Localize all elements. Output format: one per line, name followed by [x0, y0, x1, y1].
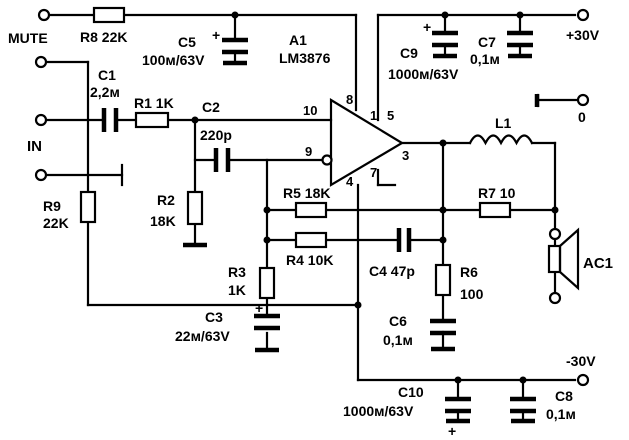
l1-label: L1: [495, 115, 512, 131]
r4-body: [294, 231, 328, 249]
c1-value: 2,2м: [90, 84, 120, 100]
pin1-label: 1: [370, 108, 377, 123]
pin7-label: 7: [370, 165, 377, 180]
c7-name: C7: [478, 34, 496, 50]
r3-value: 1K: [228, 282, 246, 298]
c10-value: 1000м/63V: [343, 403, 414, 419]
opamp-a1: [321, 98, 405, 187]
c6-name: C6: [389, 313, 407, 329]
minus30-label: -30V: [566, 353, 596, 369]
wires: [40, 13, 580, 400]
r9-body: [79, 190, 97, 224]
c5-name: C5: [178, 34, 196, 50]
text-labels: MUTE IN R8 22K C5 100м/63V + A1 LM3876 C…: [8, 19, 613, 439]
pin3-label: 3: [402, 148, 409, 163]
r6-name: R6: [460, 264, 478, 280]
c3-plus: +: [255, 300, 263, 316]
capacitors: [101, 30, 540, 424]
c3-value: 22м/63V: [175, 328, 230, 344]
c9-name: C9: [400, 45, 418, 61]
speaker-icon: [547, 227, 580, 291]
c7-value: 0,1м: [470, 51, 500, 67]
r7-label: R7 10: [478, 185, 516, 201]
r2-name: R2: [157, 192, 175, 208]
pin8-label: 8: [346, 92, 353, 107]
junction-dots: [191, 11, 559, 384]
r1-body: [134, 111, 170, 129]
r6-body: [434, 263, 452, 297]
c1-name: C1: [98, 67, 116, 83]
c8-name: C8: [555, 388, 573, 404]
r3-name: R3: [228, 264, 246, 280]
r9-value: 22K: [43, 215, 69, 231]
pin5-label: 5: [387, 108, 394, 123]
a1-part: LM3876: [279, 50, 331, 66]
pin10-label: 10: [303, 103, 317, 118]
c5-plus: +: [212, 27, 220, 43]
r2-value: 18K: [150, 213, 176, 229]
c5-value: 100м/63V: [142, 52, 205, 68]
pin9-label: 9: [305, 144, 312, 159]
r1-label: R1 1K: [134, 95, 174, 111]
zero-label: 0: [578, 109, 586, 125]
c4-label: C4 47p: [369, 263, 415, 279]
terminals: [34, 8, 590, 387]
pin4-label: 4: [346, 174, 354, 189]
c9-value: 1000м/63V: [388, 66, 459, 82]
l1-coil: [468, 134, 534, 146]
r4-label: R4 10K: [286, 252, 333, 268]
r2-body: [186, 190, 204, 226]
r5-label: R5 18K: [283, 185, 330, 201]
c8-value: 0,1м: [546, 406, 576, 422]
in-label: IN: [27, 138, 42, 155]
a1-name: A1: [289, 32, 307, 48]
c6-value: 0,1м: [383, 332, 413, 348]
c2-name: C2: [202, 99, 220, 115]
r8-label: R8 22K: [80, 29, 127, 45]
r8-body: [92, 6, 126, 24]
resistors: [79, 6, 512, 300]
mute-label: MUTE: [8, 30, 48, 46]
r6-value: 100: [460, 286, 484, 302]
ac1-label: AC1: [583, 255, 613, 272]
c9-plus: +: [423, 19, 431, 35]
r5-body: [294, 201, 328, 219]
c2-value: 220p: [200, 127, 232, 143]
c10-plus: +: [448, 423, 456, 439]
plus30-label: +30V: [566, 27, 600, 43]
r9-name: R9: [43, 198, 61, 214]
c10-name: C10: [398, 384, 424, 400]
r7-body: [478, 201, 512, 219]
c3-name: C3: [205, 309, 223, 325]
r3-body: [258, 266, 276, 300]
